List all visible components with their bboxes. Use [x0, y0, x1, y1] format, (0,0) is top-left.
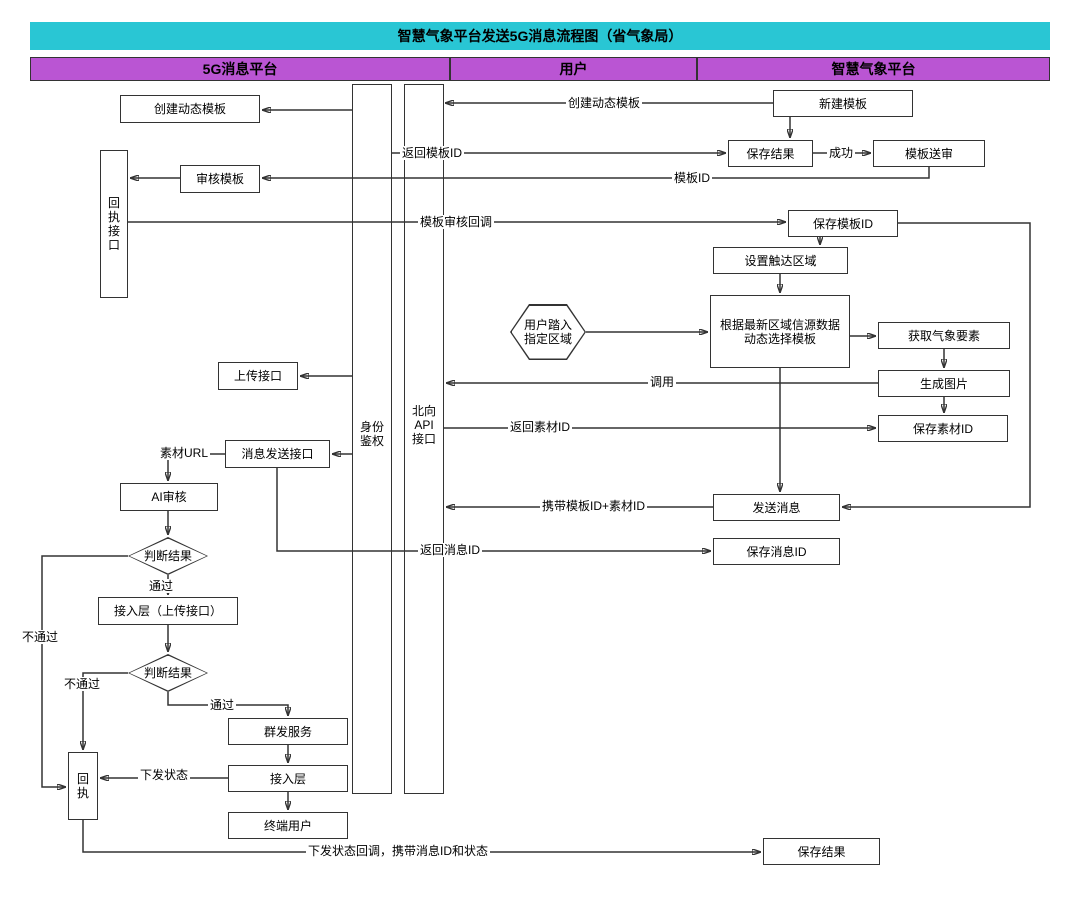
node-user-enter-area-fill: [511, 305, 585, 359]
node-get-weather: 获取气象要素: [878, 322, 1010, 349]
node-upload-interface: 上传接口: [218, 362, 298, 390]
node-template-submit: 模板送审: [873, 140, 985, 167]
lane-header-weather-platform: 智慧气象平台: [697, 57, 1050, 81]
node-judge1-label: 判断结果: [143, 549, 192, 563]
edge-label-return-message-id: 返回消息ID: [418, 543, 483, 557]
node-receipt-interface: 回 执 接 口: [100, 150, 128, 298]
node-save-template-id: 保存模板ID: [788, 210, 898, 237]
node-msg-send-interface: 消息发送接口: [225, 440, 330, 468]
node-save-material-id: 保存素材ID: [878, 415, 1008, 442]
node-access-layer: 接入层: [228, 765, 348, 792]
node-save-message-id: 保存消息ID: [713, 538, 840, 565]
diagram-title: 智慧气象平台发送5G消息流程图（省气象局）: [30, 22, 1050, 50]
edge-label-pass2: 通过: [208, 698, 237, 712]
node-select-template: 根据最新区域信源数据 动态选择模板: [710, 295, 850, 368]
lifeline-api-label: 北向 API 接口: [405, 404, 443, 446]
node-access-layer-upload: 接入层（上传接口）: [98, 597, 238, 625]
node-judge2: 判断结果: [128, 654, 208, 692]
edge-label-return-material-id: 返回素材ID: [508, 420, 573, 434]
node-receipt: 回 执: [68, 752, 98, 820]
edge-label-template-review-callback: 模板审核回调: [418, 215, 495, 229]
node-send-message: 发送消息: [713, 494, 840, 521]
edge-label-call: 调用: [648, 375, 677, 389]
node-set-area: 设置触达区域: [713, 247, 848, 274]
edge-label-delivery-status: 下发状态: [138, 768, 191, 782]
edge-label-pass1: 通过: [147, 579, 176, 593]
node-judge1: 判断结果: [128, 537, 208, 575]
lane-header-5g-platform: 5G消息平台: [30, 57, 450, 81]
edge-label-with-ids: 携带模板ID+素材ID: [540, 499, 648, 513]
node-ai-review: AI审核: [120, 483, 218, 511]
node-gen-image: 生成图片: [878, 370, 1010, 397]
node-save-result-bottom: 保存结果: [763, 838, 880, 865]
node-create-template: 创建动态模板: [120, 95, 260, 123]
node-save-result-top: 保存结果: [728, 140, 813, 167]
node-judge2-label: 判断结果: [143, 666, 192, 680]
edge-label-fail1: 不通过: [20, 630, 61, 644]
node-end-user: 终端用户: [228, 812, 348, 839]
node-new-template: 新建模板: [773, 90, 913, 117]
edge-label-material-url: 素材URL: [158, 446, 211, 460]
node-mass-send: 群发服务: [228, 718, 348, 745]
lifeline-auth-label: 身份 鉴权: [353, 420, 391, 448]
edge-label-template-id: 模板ID: [672, 171, 713, 185]
node-user-enter-area: 用户踏入 指定区域: [510, 304, 586, 360]
edge-label-create-dynamic-template: 创建动态模板: [566, 96, 643, 110]
edge-label-success: 成功: [827, 146, 856, 160]
node-user-enter-area-label: 用户踏入 指定区域: [523, 318, 572, 346]
edge-label-fail2: 不通过: [62, 677, 103, 691]
lane-header-user: 用户: [450, 57, 697, 81]
edge-label-return-template-id: 返回模板ID: [400, 146, 465, 160]
edge-label-delivery-callback: 下发状态回调，携带消息ID和状态: [306, 844, 491, 858]
node-review-template: 审核模板: [180, 165, 260, 193]
